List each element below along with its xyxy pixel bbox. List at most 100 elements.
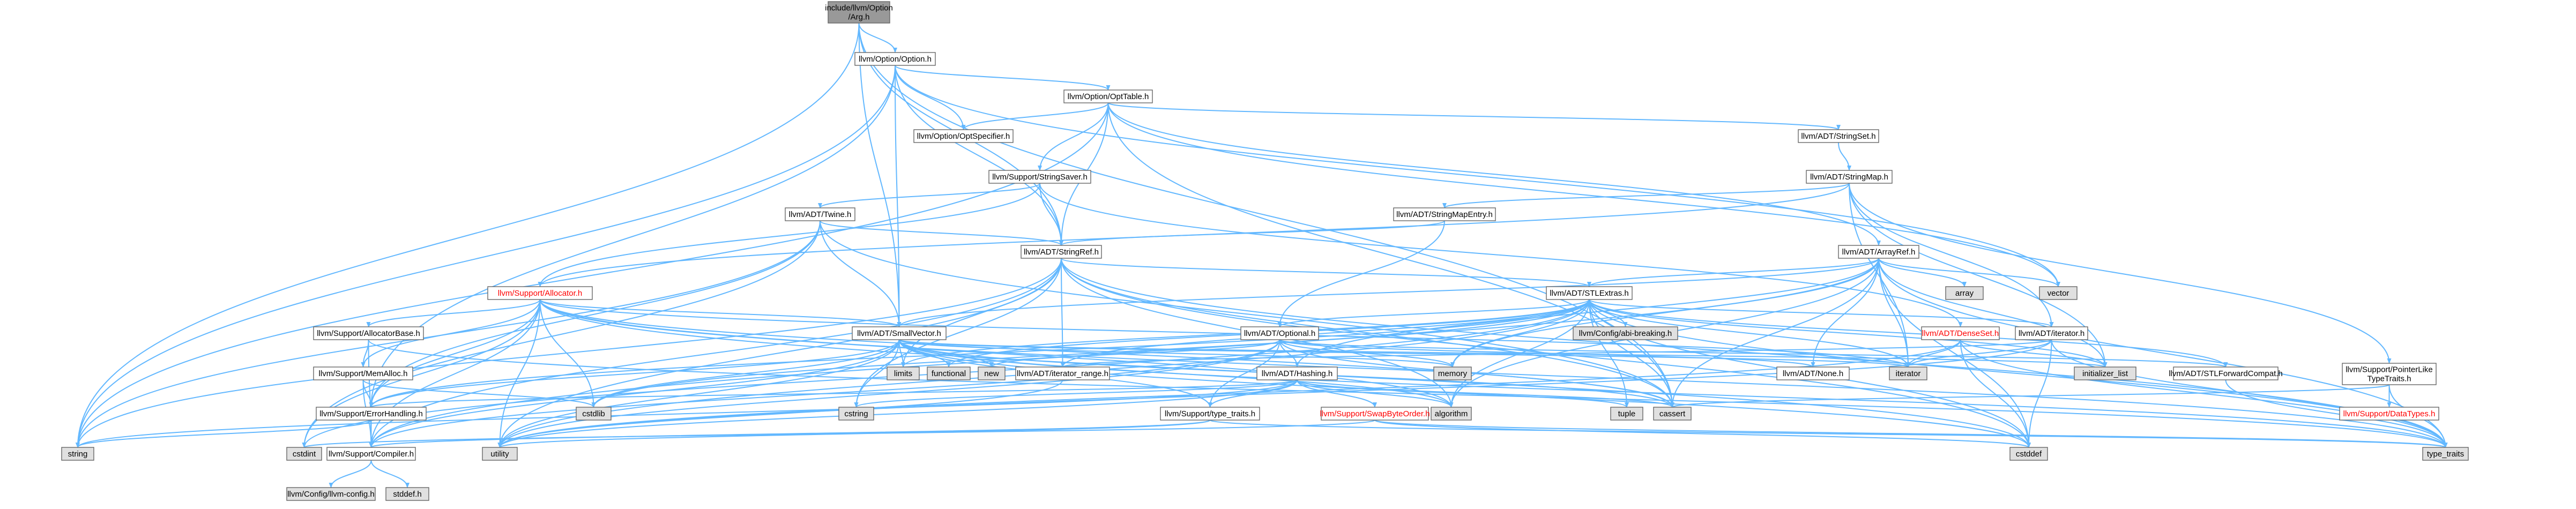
node-box-algorithm[interactable] — [1431, 407, 1472, 421]
node-new[interactable]: new — [978, 366, 1006, 380]
node-box-root[interactable] — [828, 1, 890, 24]
node-box-pointerlike_h[interactable] — [2342, 363, 2437, 385]
node-box-stddef_h[interactable] — [385, 487, 429, 501]
node-box-smallvector_h[interactable] — [852, 326, 947, 340]
node-type_traits[interactable]: type_traits — [2422, 447, 2469, 461]
node-initializer_list[interactable]: initializer_list — [2074, 366, 2136, 380]
node-compiler_h[interactable]: llvm/Support/Compiler.h — [326, 447, 416, 461]
node-tuple[interactable]: tuple — [1610, 407, 1643, 421]
node-box-twine_h[interactable] — [785, 207, 855, 221]
node-box-stringmapentry_h[interactable] — [1393, 207, 1496, 221]
node-none_h[interactable]: llvm/ADT/None.h — [1776, 366, 1850, 380]
node-optspecifier_h[interactable]: llvm/Option/OptSpecifier.h — [913, 129, 1014, 143]
node-box-compiler_h[interactable] — [326, 447, 416, 461]
node-opttable_h[interactable]: llvm/Option/OptTable.h — [1063, 89, 1153, 103]
node-box-allocator_h[interactable] — [487, 286, 593, 300]
node-box-option_h[interactable] — [854, 52, 936, 66]
node-memory[interactable]: memory — [1433, 366, 1472, 380]
node-hashing_h[interactable]: llvm/ADT/Hashing.h — [1256, 366, 1338, 380]
node-box-swapbyteorder_h[interactable] — [1321, 407, 1429, 421]
node-stringmapentry_h[interactable]: llvm/ADT/StringMapEntry.h — [1393, 207, 1496, 221]
node-root[interactable]: include/llvm/Option/Arg.h — [825, 1, 893, 24]
node-box-densemap_h[interactable] — [1921, 326, 2000, 340]
node-box-arrayref_h[interactable] — [1838, 245, 1919, 259]
node-configdisable_h[interactable]: llvm/Config/abi-breaking.h — [1573, 326, 1678, 340]
node-box-llvmconfig_h[interactable] — [286, 487, 376, 501]
node-array[interactable]: array — [1945, 286, 1984, 300]
node-box-new[interactable] — [978, 366, 1006, 380]
node-arrayref_h[interactable]: llvm/ADT/ArrayRef.h — [1838, 245, 1919, 259]
node-box-initializer_list[interactable] — [2074, 366, 2136, 380]
node-limits[interactable]: limits — [887, 366, 920, 380]
node-box-type_traits[interactable] — [2422, 447, 2469, 461]
node-box-datatypes_h[interactable] — [2339, 407, 2439, 421]
node-stringref_h[interactable]: llvm/ADT/StringRef.h — [1021, 245, 1102, 259]
node-typetraits_h[interactable]: llvm/Support/type_traits.h — [1160, 407, 1260, 421]
node-datatypes_h[interactable]: llvm/Support/DataTypes.h — [2339, 407, 2439, 421]
node-iterator_h[interactable]: llvm/ADT/iterator.h — [2015, 326, 2088, 340]
node-box-optional_h[interactable] — [1240, 326, 1319, 340]
node-cassert[interactable]: cassert — [1653, 407, 1692, 421]
node-stringsaver_h[interactable]: llvm/Support/StringSaver.h — [988, 170, 1091, 184]
node-cstdlib[interactable]: cstdlib — [576, 407, 612, 421]
node-memalloc_h[interactable]: llvm/Support/MemAlloc.h — [313, 366, 413, 380]
node-cstdint[interactable]: cstdint — [286, 447, 322, 461]
node-box-none_h[interactable] — [1776, 366, 1850, 380]
node-iterator_range_h[interactable]: llvm/ADT/iterator_range.h — [1015, 366, 1110, 380]
node-box-stringsaver_h[interactable] — [988, 170, 1091, 184]
node-box-string[interactable] — [61, 447, 94, 461]
node-smallvector_h[interactable]: llvm/ADT/SmallVector.h — [852, 326, 947, 340]
node-box-stringmap_h[interactable] — [1806, 170, 1893, 184]
node-swapbyteorder_h[interactable]: llvm/Support/SwapByteOrder.h — [1320, 407, 1430, 421]
node-cstring[interactable]: cstring — [838, 407, 874, 421]
node-option_h[interactable]: llvm/Option/Option.h — [854, 52, 936, 66]
node-functional[interactable]: functional — [927, 366, 971, 380]
node-stlextras_h[interactable]: llvm/ADT/STLExtras.h — [1546, 286, 1633, 300]
node-utility[interactable]: utility — [482, 447, 518, 461]
node-algorithm[interactable]: algorithm — [1431, 407, 1472, 421]
node-iterator[interactable]: iterator — [1889, 366, 1927, 380]
node-box-iterator_h[interactable] — [2015, 326, 2088, 340]
node-box-cstddef[interactable] — [2009, 447, 2048, 461]
node-box-optspecifier_h[interactable] — [913, 129, 1014, 143]
node-densemap_h[interactable]: llvm/ADT/DenseSet.h — [1921, 326, 2000, 340]
node-llvmconfig_h[interactable]: llvm/Config/llvm-config.h — [286, 487, 376, 501]
node-box-functional[interactable] — [927, 366, 971, 380]
node-optional_h[interactable]: llvm/ADT/Optional.h — [1240, 326, 1319, 340]
node-box-utility[interactable] — [482, 447, 518, 461]
node-allocator_h[interactable]: llvm/Support/Allocator.h — [487, 286, 593, 300]
node-box-opttable_h[interactable] — [1063, 89, 1153, 103]
node-twine_h[interactable]: llvm/ADT/Twine.h — [785, 207, 855, 221]
node-stddef_h[interactable]: stddef.h — [385, 487, 429, 501]
node-allocatorbase_h[interactable]: llvm/Support/AllocatorBase.h — [313, 326, 424, 340]
node-box-cstdlib[interactable] — [576, 407, 612, 421]
node-box-typetraits_h[interactable] — [1160, 407, 1260, 421]
node-box-configdisable_h[interactable] — [1573, 326, 1678, 340]
node-box-iterator_range_h[interactable] — [1015, 366, 1110, 380]
node-box-cstdint[interactable] — [286, 447, 322, 461]
node-vector[interactable]: vector — [2039, 286, 2078, 300]
node-box-cassert[interactable] — [1653, 407, 1692, 421]
node-box-allocatorbase_h[interactable] — [313, 326, 424, 340]
node-stringmap_h[interactable]: llvm/ADT/StringMap.h — [1806, 170, 1893, 184]
node-string[interactable]: string — [61, 447, 94, 461]
node-box-iterator[interactable] — [1889, 366, 1927, 380]
node-box-stringset_h[interactable] — [1798, 129, 1879, 143]
node-box-vector[interactable] — [2039, 286, 2078, 300]
node-box-array[interactable] — [1945, 286, 1984, 300]
node-errorhandling_h[interactable]: llvm/Support/ErrorHandling.h — [316, 407, 427, 421]
node-box-errorhandling_h[interactable] — [316, 407, 427, 421]
node-box-memalloc_h[interactable] — [313, 366, 413, 380]
node-box-tuple[interactable] — [1610, 407, 1643, 421]
node-box-memory[interactable] — [1433, 366, 1472, 380]
node-box-stlforwardcompat_h[interactable] — [2173, 366, 2279, 380]
node-box-stringref_h[interactable] — [1021, 245, 1102, 259]
node-stlforwardcompat_h[interactable]: llvm/ADT/STLForwardCompat.h — [2169, 366, 2283, 380]
node-box-stlextras_h[interactable] — [1546, 286, 1633, 300]
node-cstddef[interactable]: cstddef — [2009, 447, 2048, 461]
node-box-limits[interactable] — [887, 366, 920, 380]
node-box-hashing_h[interactable] — [1256, 366, 1338, 380]
node-stringset_h[interactable]: llvm/ADT/StringSet.h — [1798, 129, 1879, 143]
node-box-cstring[interactable] — [838, 407, 874, 421]
